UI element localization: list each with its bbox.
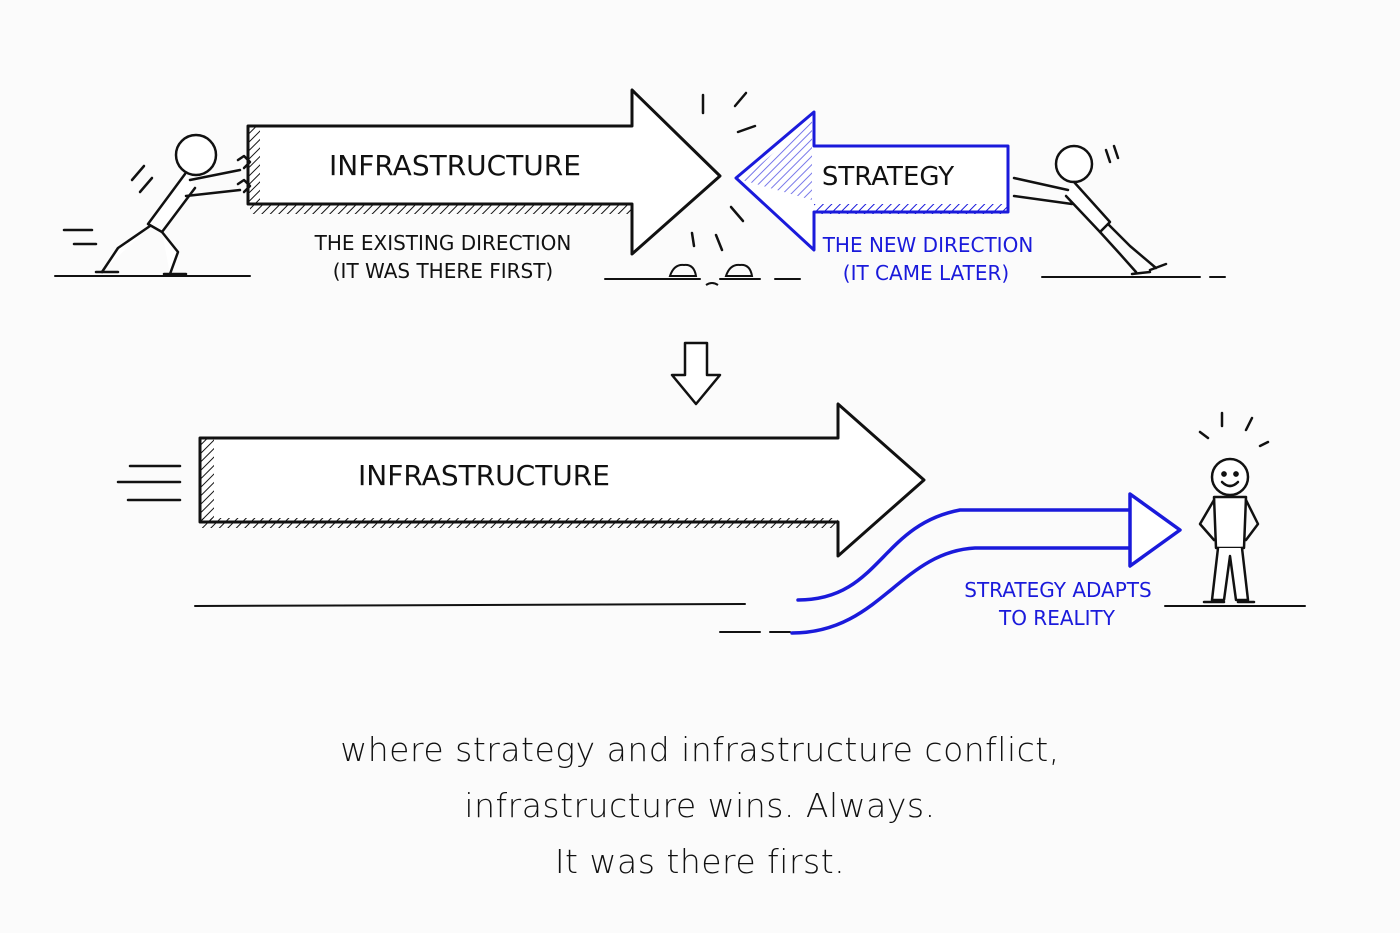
strategy-caption-line2: (IT CAME LATER)	[843, 261, 1009, 285]
strategy-arrow-top: STRATEGY	[734, 110, 1010, 252]
top-ground-lines	[54, 275, 1226, 280]
conclusion-caption: where strategy and infrastructure confli…	[0, 722, 1400, 890]
infrastructure-arrow-top: INFRASTRUCTURE	[246, 88, 722, 256]
debris-rocks	[668, 263, 754, 286]
caption-line-1: where strategy and infrastructure confli…	[340, 730, 1060, 769]
strategy-caption-line1: THE NEW DIRECTION	[822, 233, 1034, 257]
speed-lines	[116, 464, 182, 502]
left-pushing-figure	[62, 133, 252, 276]
bottom-ground-lines	[194, 603, 1306, 633]
infrastructure-label-top: INFRASTRUCTURE	[329, 149, 581, 182]
infrastructure-caption-line1: THE EXISTING DIRECTION	[314, 231, 572, 255]
right-pushing-figure	[1012, 144, 1168, 276]
strategy-label-top: STRATEGY	[822, 162, 954, 192]
strategy-adapts-line1: STRATEGY ADAPTS	[964, 578, 1151, 602]
standing-happy-figure	[1198, 411, 1270, 604]
caption-line-2: infrastructure wins. Always.	[464, 786, 936, 825]
strategy-adapts-line2: TO REALITY	[998, 606, 1116, 630]
infrastructure-label-bottom: INFRASTRUCTURE	[358, 459, 610, 492]
down-arrow-icon	[670, 341, 722, 406]
caption-line-3: It was there first.	[554, 842, 846, 881]
strategy-adapts-arrow	[790, 492, 1182, 635]
infrastructure-arrow-bottom: INFRASTRUCTURE	[198, 402, 926, 558]
collision-spark-marks	[690, 91, 757, 252]
infrastructure-caption-line2: (IT WAS THERE FIRST)	[333, 259, 554, 283]
